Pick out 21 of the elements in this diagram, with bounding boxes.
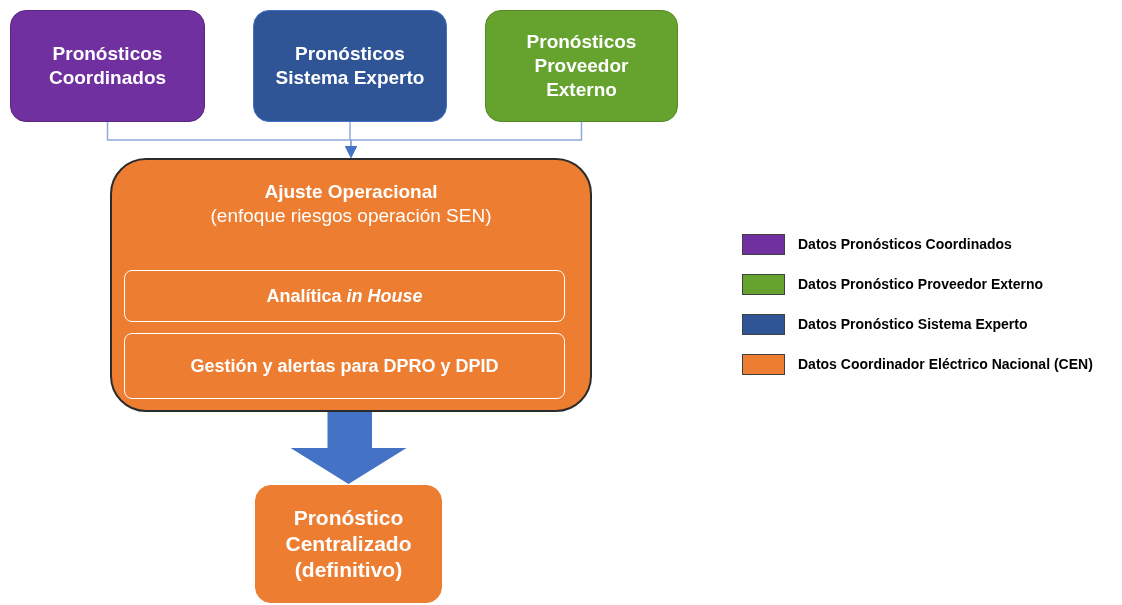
process-box xyxy=(10,10,205,122)
node-title: Gestión y alertas para DPRO y DPID xyxy=(189,354,500,378)
node-title: Analítica in House xyxy=(265,284,424,308)
process-box xyxy=(124,270,565,322)
node-title: Pronóstico Centralizado (definitivo) xyxy=(284,504,413,584)
node-title: Pronósticos Proveedor Externo xyxy=(525,30,638,102)
process-box xyxy=(124,333,565,399)
process-box xyxy=(255,485,442,603)
process-box xyxy=(485,10,678,122)
legend-text: Datos Coordinador Eléctrico Nacional (CEN) xyxy=(798,355,1093,374)
connector-arrow xyxy=(345,121,583,158)
process-box xyxy=(253,10,447,122)
node-subtitle: (enfoque riesgos operación SEN) xyxy=(209,203,493,228)
node-title: Pronósticos Sistema Experto xyxy=(274,42,426,90)
legend-text: Datos Pronóstico Sistema Experto xyxy=(798,315,1028,334)
node-title: Pronósticos Coordinados xyxy=(47,42,168,90)
legend-text: Datos Pronósticos Coordinados xyxy=(798,235,1012,254)
node-title: Ajuste Operacional xyxy=(263,180,439,204)
block-arrow xyxy=(290,409,407,484)
legend-text: Datos Pronóstico Proveedor Externo xyxy=(798,275,1044,294)
process-container xyxy=(110,158,592,412)
